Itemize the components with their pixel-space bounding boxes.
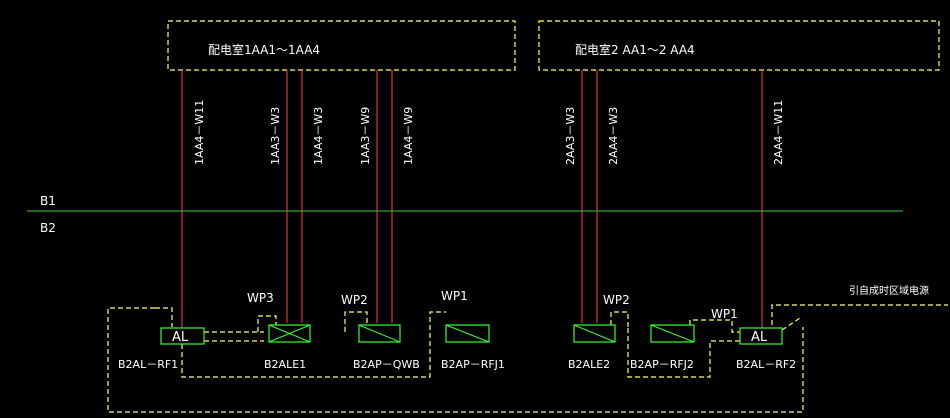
- panel-b2al-rf1-label: B2AL－RF1: [118, 358, 178, 371]
- panel-b2ap-qwb-box: [358, 324, 401, 343]
- outer-loop-route: [107, 307, 804, 413]
- feeder-label-2aa3-w3: 2AA3－W3: [564, 107, 577, 165]
- route-wp2b: [610, 311, 629, 328]
- feeder-cables: [181, 70, 763, 328]
- panel-b2ap-rfj1: B2AP－RFJ1: [441, 324, 505, 371]
- panel-b2ap-qwb-diag: [358, 324, 401, 343]
- panel-b2al-rf2-label: B2AL－RF2: [736, 358, 796, 371]
- panel-b2al-rf1-symbol: AL: [172, 330, 189, 345]
- room-2-border: [538, 20, 940, 71]
- dashed-routes: [107, 304, 948, 413]
- panel-b2ale2: B2ALE2: [568, 324, 616, 371]
- panel-b2ale1: B2ALE1: [264, 324, 311, 371]
- panel-b2ale1-box: [268, 324, 311, 343]
- distribution-room-2: 配电室2 AA1～2 AA4: [538, 20, 940, 71]
- power-source-note: 引自成时区域电源: [849, 284, 929, 297]
- route-label-wp3: WP3: [247, 291, 274, 305]
- route-rf2-tick: [781, 317, 801, 331]
- panel-b2al-rf2: AL B2AL－RF2: [736, 327, 796, 371]
- route-label-wp1a: WP1: [441, 289, 468, 303]
- route-labels: WP3 WP2 WP1 WP2 WP1: [247, 289, 738, 321]
- panel-b2ap-rfj2-diag: [650, 324, 695, 343]
- room-1-label: 配电室1AA1～1AA4: [208, 42, 320, 57]
- panel-b2ale2-diag: [573, 324, 616, 343]
- feeder-labels: 1AA4－W11 1AA3－W3 1AA4－W3 1AA3－W9 1AA4－W9…: [193, 100, 785, 165]
- panel-b2al-rf1-box: [160, 327, 205, 345]
- panel-b2al-rf1: AL B2AL－RF1: [118, 327, 205, 371]
- room-2-label: 配电室2 AA1～2 AA4: [575, 42, 695, 57]
- panel-b2ale1-diag-2: [268, 324, 311, 343]
- panel-b2al-rf2-symbol: AL: [751, 330, 768, 345]
- panel-b2ale1-label: B2ALE1: [264, 358, 306, 371]
- route-wp2a: [344, 311, 368, 332]
- route-wp1b: [689, 319, 740, 333]
- route-label-wp2a: WP2: [341, 293, 368, 307]
- panel-b2ap-rfj2: B2AP－RFJ2: [630, 324, 695, 371]
- panel-b2ap-rfj1-label: B2AP－RFJ1: [441, 358, 505, 371]
- level-label-b2: B2: [40, 221, 56, 235]
- feeder-label-1aa4-w3: 1AA4－W3: [312, 107, 325, 165]
- route-wp3: [257, 315, 277, 332]
- panel-b2al-rf2-box: [739, 327, 783, 345]
- panel-b2ap-qwb-label: B2AP－QWB: [353, 358, 420, 371]
- panel-b2ap-qwb: B2AP－QWB: [353, 324, 420, 371]
- route-ale2-rfj2: [627, 328, 740, 378]
- distribution-room-1: 配电室1AA1～1AA4: [167, 20, 516, 71]
- route-label-wp2b: WP2: [603, 293, 630, 307]
- route-inner-loop: [181, 311, 446, 378]
- feeder-label-1aa4-w11: 1AA4－W11: [193, 100, 206, 165]
- panel-b2ap-rfj1-box: [445, 324, 490, 343]
- feeder-label-1aa3-w9: 1AA3－W9: [359, 107, 372, 165]
- feeder-label-2aa4-w11: 2AA4－W11: [772, 100, 785, 165]
- panel-b2ale2-box: [573, 324, 616, 343]
- room-1-border: [167, 20, 516, 71]
- panel-b2ap-rfj2-label: B2AP－RFJ2: [630, 358, 694, 371]
- route-rf2-note: [771, 304, 948, 325]
- rf1-top-route: [155, 307, 173, 327]
- panel-b2ap-rfj1-diag: [445, 324, 490, 343]
- level-label-b1: B1: [40, 194, 56, 208]
- feeder-label-2aa4-w3: 2AA4－W3: [607, 107, 620, 165]
- route-label-wp1b: WP1: [711, 307, 738, 321]
- feeder-label-1aa4-w9: 1AA4－W9: [402, 107, 415, 165]
- panel-b2ale2-label: B2ALE2: [568, 358, 610, 371]
- feeder-label-1aa3-w3: 1AA3－W3: [269, 107, 282, 165]
- panel-b2ap-rfj2-box: [650, 324, 695, 343]
